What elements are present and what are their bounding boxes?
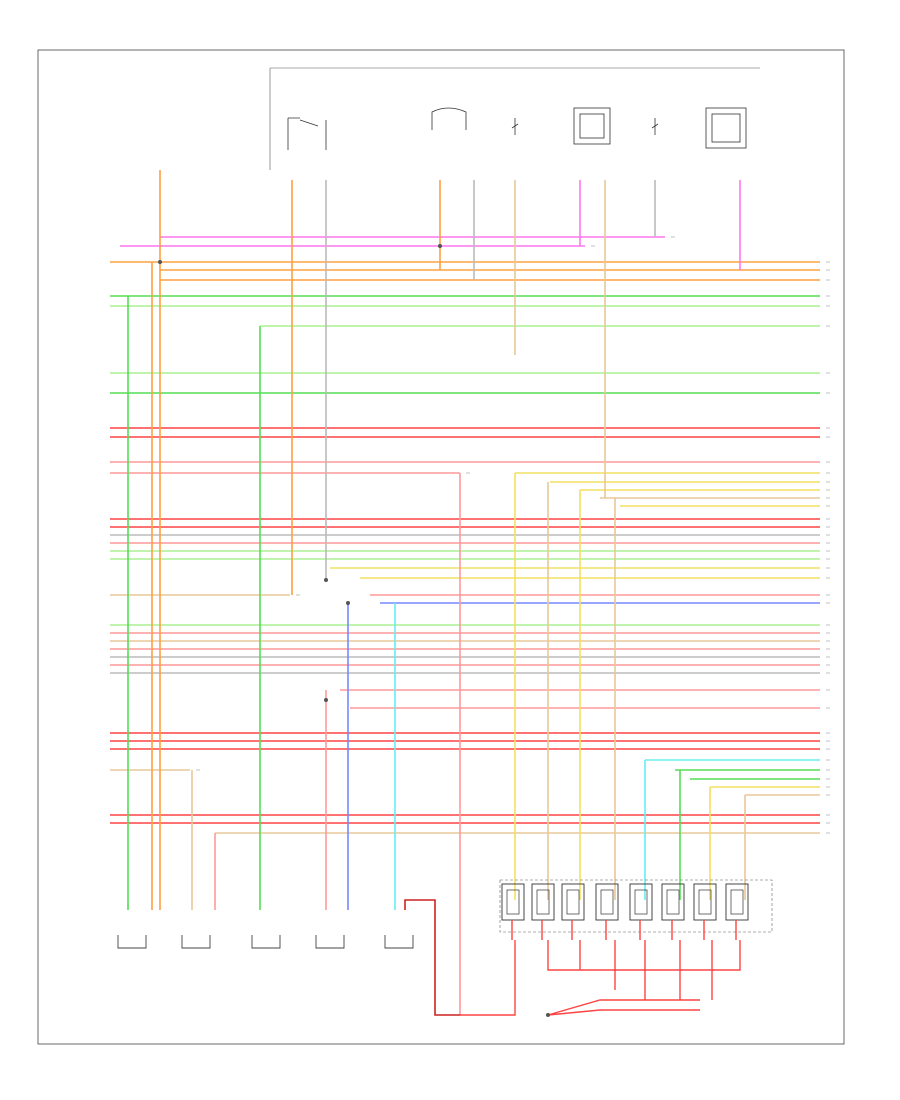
splice-s2 — [438, 244, 442, 248]
coast-clutch-solenoid — [651, 118, 659, 135]
injector-body-i1 — [501, 883, 525, 921]
injector-body-i4 — [595, 883, 619, 921]
bottom-components — [117, 935, 414, 949]
fuel-injector-i5 — [629, 883, 653, 940]
injector-body-i6 — [661, 883, 685, 921]
component-c5 — [384, 935, 414, 949]
injector-coil-i6 — [666, 889, 680, 915]
component-body-c3 — [251, 935, 281, 949]
splice-s4 — [346, 601, 350, 605]
wire-layer — [110, 236, 830, 834]
injector-body-i7 — [693, 883, 717, 921]
power-feed-wire — [404, 899, 460, 1016]
fuel-injector-i1 — [501, 883, 525, 940]
injector-frame — [499, 879, 773, 933]
fuel-injector-i7 — [693, 883, 717, 940]
component-c4 — [315, 935, 345, 949]
splice-s5 — [324, 698, 328, 702]
component-body-c2 — [181, 935, 211, 949]
injector-coil-i5 — [634, 889, 648, 915]
fuel-injector-i2 — [531, 883, 555, 940]
component-body-c4 — [315, 935, 345, 949]
electronic-pressure-control-solenoid — [431, 107, 467, 130]
injector-body-i2 — [531, 883, 555, 921]
ground-bus — [404, 899, 741, 1017]
injector-coil-i2 — [536, 889, 550, 915]
component-c3 — [251, 935, 281, 949]
splice-s3 — [324, 578, 328, 582]
torque-converter-clutch-solenoid-inner — [711, 113, 741, 143]
injector-body-i3 — [561, 883, 585, 921]
injector-coil-i3 — [566, 889, 580, 915]
fuel-injector-i3 — [561, 883, 585, 940]
shift-solenoid-b — [573, 107, 611, 145]
transmission-range-sensor — [287, 117, 327, 150]
injector-coil-i4 — [600, 889, 614, 915]
ground-bus-wire — [547, 940, 741, 1000]
fuel-injector-i8 — [725, 883, 749, 940]
component-body-c5 — [384, 935, 414, 949]
vertical-wire-layer — [127, 170, 746, 1015]
shift-solenoid-b-inner — [579, 113, 605, 139]
injector-body-i8 — [725, 883, 749, 921]
ground-splice — [546, 1013, 550, 1017]
top-components — [158, 67, 760, 702]
fuel-injector-i6 — [661, 883, 685, 940]
injector-coil-i8 — [730, 889, 744, 915]
injector-group — [499, 879, 773, 940]
component-c2 — [181, 935, 211, 949]
shift-solenoid-a — [511, 118, 519, 135]
diagram-frame — [37, 49, 845, 1045]
injector-coil-i1 — [506, 889, 520, 915]
component-body-c1 — [117, 935, 147, 949]
injector-body-i5 — [629, 883, 653, 921]
ground-bus-wire-2 — [460, 940, 700, 1016]
splice-s1 — [158, 260, 162, 264]
injector-coil-i7 — [698, 889, 712, 915]
torque-converter-clutch-solenoid — [705, 107, 747, 149]
fuel-injector-i4 — [595, 883, 619, 940]
component-c1 — [117, 935, 147, 949]
